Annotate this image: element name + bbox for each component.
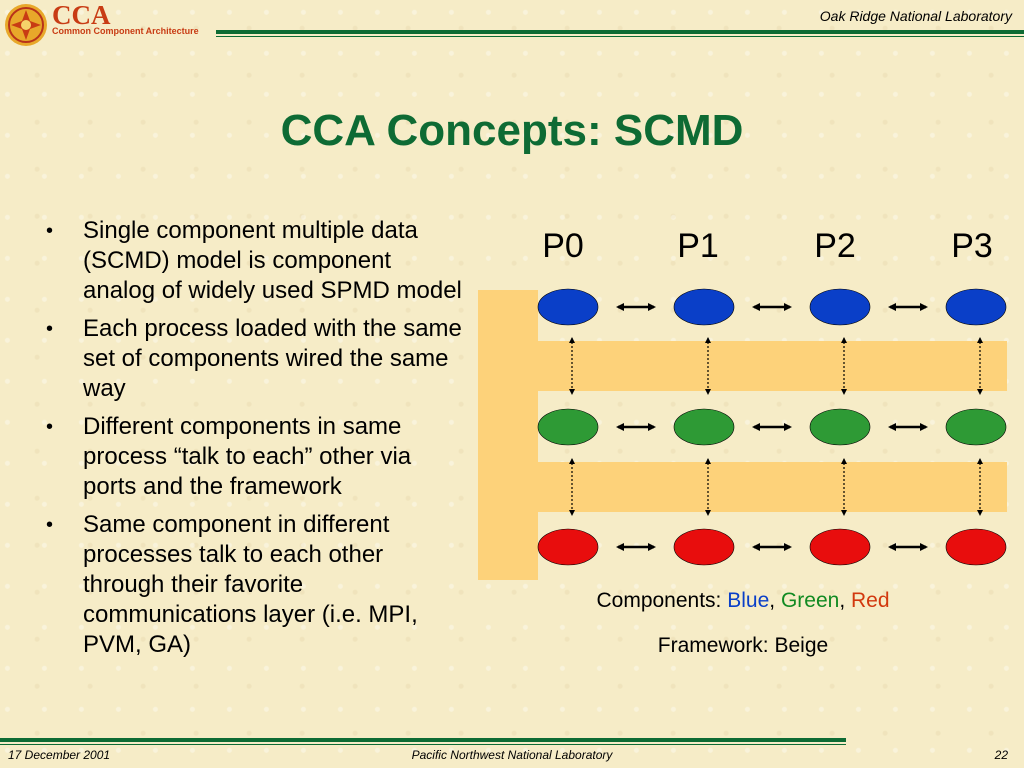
footer-rule-thin: [0, 744, 846, 745]
framework-band-lower: [538, 462, 1007, 512]
legend-comma: ,: [839, 589, 851, 612]
bullet-item: • Different components in same process “t…: [46, 412, 466, 502]
header-organization: Oak Ridge National Laboratory: [819, 8, 1012, 24]
header-rule-thin: [216, 36, 1024, 37]
component-green-p2: [809, 408, 871, 446]
component-blue-p1: [673, 288, 735, 326]
bullet-item: • Single component multiple data (SCMD) m…: [46, 216, 466, 306]
legend-components: Components: Blue, Green, Red: [540, 589, 946, 613]
component-green-p1: [673, 408, 735, 446]
cca-logo-icon: [5, 4, 47, 46]
framework-band-upper: [538, 341, 1007, 391]
legend-components-prefix: Components:: [596, 589, 728, 612]
legend-comma: ,: [769, 589, 781, 612]
component-blue-p0: [537, 288, 599, 326]
logo-subtitle: Common Component Architecture: [52, 26, 199, 36]
process-label-p0: P0: [542, 227, 584, 265]
component-red-p0: [537, 528, 599, 566]
component-red-p3: [945, 528, 1007, 566]
component-blue-p2: [809, 288, 871, 326]
component-red-p2: [809, 528, 871, 566]
bullet-list: • Single component multiple data (SCMD) m…: [46, 216, 466, 668]
bullet-text: Different components in same process “ta…: [83, 413, 412, 500]
bullet-dot-icon: •: [46, 318, 54, 340]
legend-framework: Framework: Beige: [657, 634, 829, 657]
process-label-p2: P2: [814, 227, 856, 265]
legend-red: Red: [850, 589, 890, 612]
slide-title: CCA Concepts: SCMD: [280, 106, 744, 155]
bullet-text: Single component multiple data (SCMD) mo…: [83, 217, 462, 304]
bullet-text: Same component in different processes ta…: [83, 511, 418, 658]
component-green-p3: [945, 408, 1007, 446]
bullet-text: Each process loaded with the same set of…: [83, 315, 462, 402]
footer-rule: [0, 738, 846, 742]
bullet-dot-icon: •: [46, 514, 54, 536]
logo-title: CCA: [52, 0, 111, 30]
header-rule: [216, 30, 1024, 34]
component-blue-p3: [945, 288, 1007, 326]
bullet-item: • Same component in different processes t…: [46, 510, 466, 660]
component-red-p1: [673, 528, 735, 566]
process-label-p3: P3: [951, 227, 993, 265]
legend-blue: Blue: [727, 589, 770, 612]
bullet-dot-icon: •: [46, 416, 54, 438]
footer-date: 17 December 2001: [8, 748, 111, 762]
bullet-item: • Each process loaded with the same set o…: [46, 314, 466, 404]
bullet-dot-icon: •: [46, 220, 54, 242]
process-label-p1: P1: [677, 227, 719, 265]
page-number: 22: [994, 748, 1008, 762]
framework-vertical-bar: [478, 290, 538, 580]
component-green-p0: [537, 408, 599, 446]
footer-organization: Pacific Northwest National Laboratory: [411, 748, 613, 762]
legend-green: Green: [780, 589, 840, 612]
